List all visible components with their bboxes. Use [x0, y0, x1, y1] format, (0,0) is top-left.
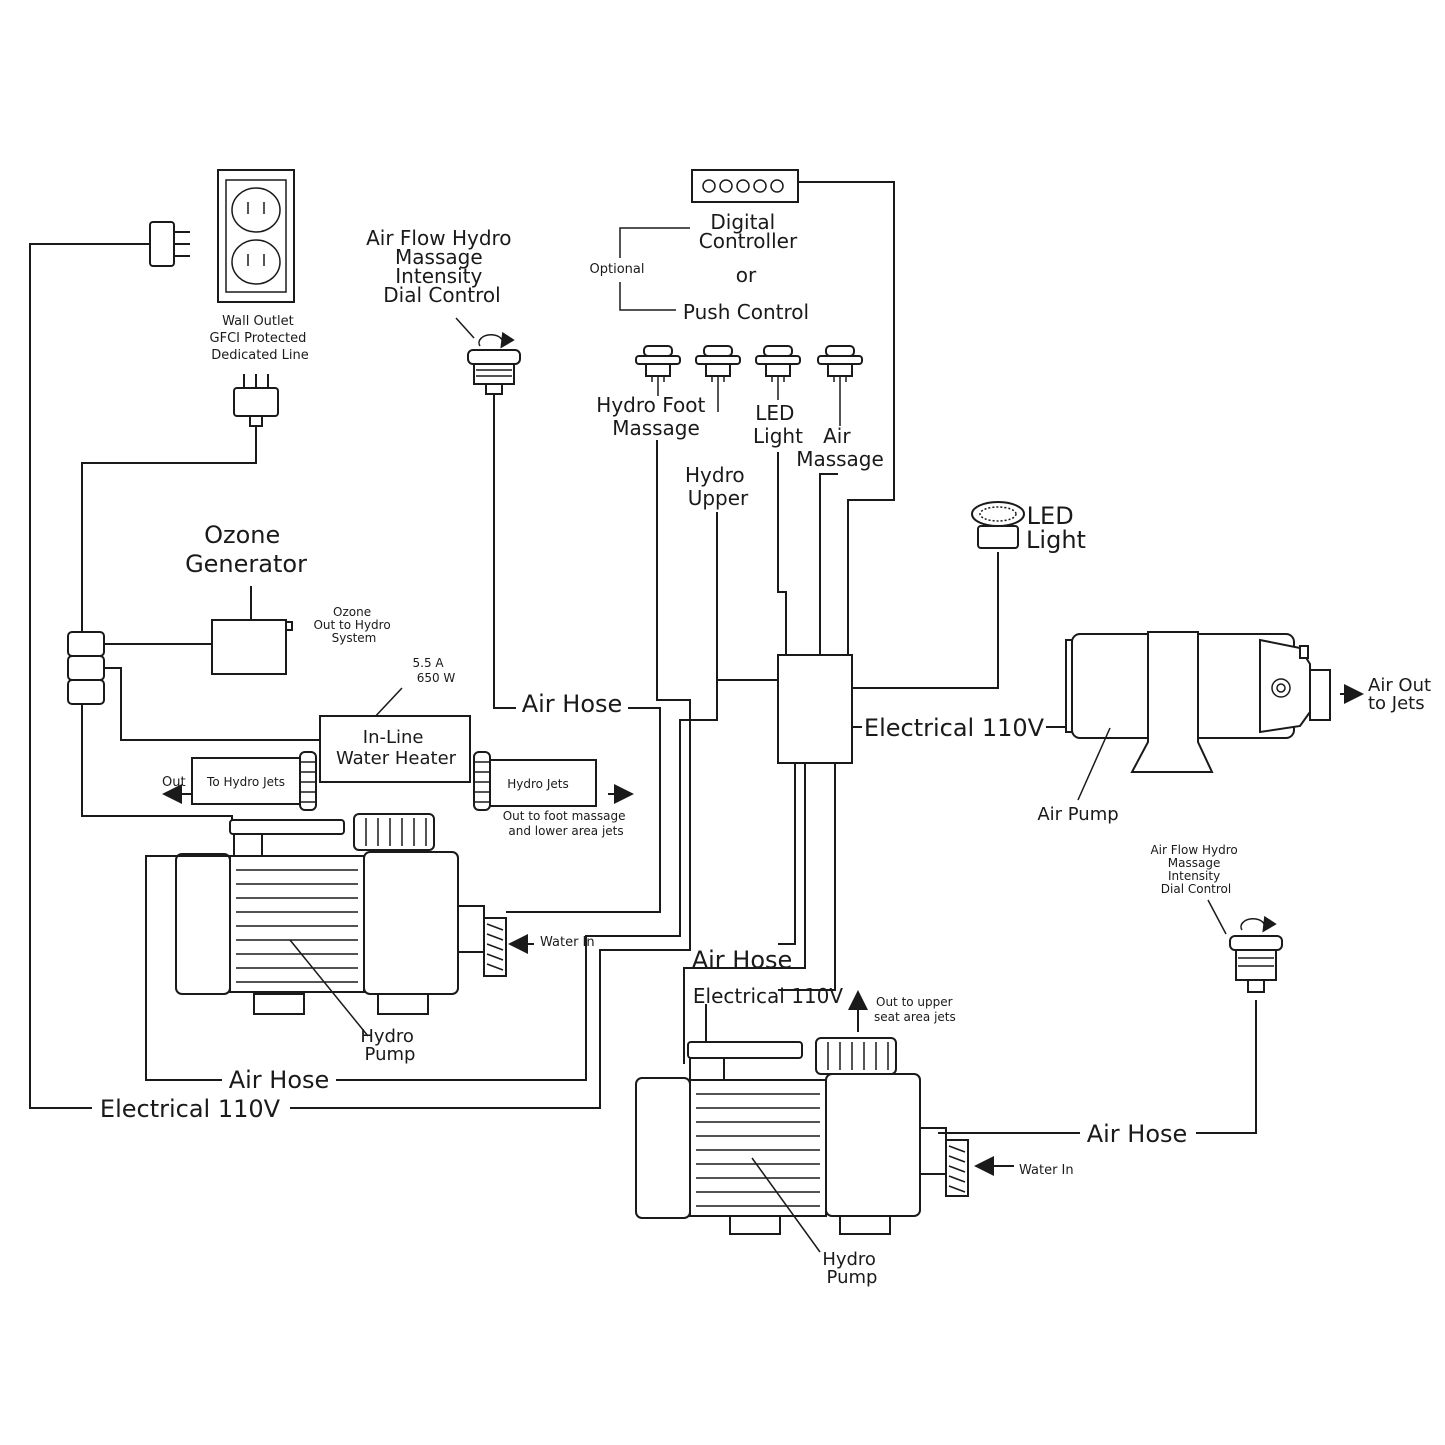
- push-button-icon: [635, 345, 681, 382]
- electrical-wire: [290, 440, 691, 1109]
- air-pump-label: Air Pump: [1037, 804, 1118, 825]
- water-in-1-label: Water In: [540, 935, 595, 950]
- hydro-pump-1-icon: [175, 813, 507, 1015]
- led-light-label: LED Light: [1026, 502, 1086, 554]
- led-light-button-label: LED Light: [753, 401, 803, 448]
- air-pump-icon: [1065, 631, 1331, 773]
- push-button-icon: [755, 345, 801, 382]
- or-label: or: [736, 263, 757, 287]
- dial-1-label: Air Flow Hydro Massage Intensity Dial Co…: [366, 226, 518, 307]
- digital-controller-icon: [691, 169, 799, 203]
- electrical-wire: [81, 426, 257, 635]
- ozone-out-label: Ozone Out to Hydro System: [313, 605, 394, 645]
- hydro-pump-2-label: Hydro Pump: [822, 1249, 881, 1288]
- push-button-icon: [695, 345, 741, 382]
- air-out-label: Air Out to Jets: [1368, 675, 1437, 714]
- air-hose-line: [1196, 1000, 1257, 1134]
- electrical-bottom-left-label: Electrical 110V: [100, 1095, 281, 1123]
- plug-icon: [233, 374, 279, 427]
- hydro-upper-label: Hydro Upper: [685, 463, 751, 510]
- air-hose-line: [336, 512, 718, 1081]
- electrical-wire: [29, 243, 140, 1109]
- to-hydro-jets-label: To Hydro Jets: [206, 775, 285, 789]
- junction-block: [67, 631, 105, 705]
- wall-outlet-icon: [217, 169, 295, 303]
- plug-icon: [140, 221, 190, 267]
- out-foot-label: Out to foot massage and lower area jets: [503, 809, 630, 838]
- optional-label: Optional: [590, 262, 645, 277]
- push-button-icon: [817, 345, 863, 382]
- wall-outlet-label: Wall Outlet GFCI Protected Dedicated Lin…: [210, 314, 311, 363]
- pipe-clamp-icon: [473, 751, 491, 811]
- pipe-clamp-icon: [299, 751, 317, 811]
- dial-control-icon: [467, 331, 521, 395]
- control-box: [777, 654, 853, 764]
- hydro-pump-2-icon: [635, 1037, 969, 1235]
- air-hose-line: [493, 394, 516, 709]
- hydro-foot-massage-label: Hydro Foot Massage: [596, 393, 711, 440]
- dial-2-label: Air Flow Hydro Massage Intensity Dial Co…: [1150, 843, 1241, 896]
- electrical-center-label: Electrical 110V: [864, 714, 1045, 742]
- out-label: Out: [162, 775, 186, 790]
- air-hose-line: [506, 707, 661, 913]
- electrical-mid-label: Electrical 110V: [693, 984, 843, 1008]
- ozone-generator-box: [211, 619, 287, 675]
- ozone-generator-title: Ozone Generator: [185, 521, 307, 578]
- hydro-jets-pipe: [489, 759, 597, 807]
- to-hydro-jets-pipe: [191, 757, 301, 805]
- out-upper-label: Out to upper seat area jets: [874, 995, 956, 1024]
- hydro-pump-1-label: Hydro Pump: [360, 1026, 419, 1065]
- air-hose-top-label: Air Hose: [522, 690, 623, 718]
- hydro-jets-label: Hydro Jets: [507, 777, 568, 791]
- heater-label: In-Line Water Heater: [336, 727, 457, 769]
- air-hose-line: [145, 855, 232, 1081]
- digital-controller-label: Digital Controller: [699, 210, 798, 253]
- inline-water-heater: [319, 715, 471, 783]
- push-control-label: Push Control: [683, 300, 809, 324]
- air-hose-mid-label: Air Hose: [692, 946, 793, 974]
- air-hose-right-label: Air Hose: [1087, 1120, 1188, 1148]
- heater-rating-label: 5.5 A 650 W: [413, 656, 456, 685]
- air-massage-label: Air Massage: [796, 424, 884, 471]
- air-hose-bottom-left-label: Air Hose: [229, 1066, 330, 1094]
- dial-control-icon: [1229, 915, 1283, 993]
- water-in-2-label: Water In: [1019, 1163, 1074, 1178]
- led-light-icon: [971, 501, 1025, 549]
